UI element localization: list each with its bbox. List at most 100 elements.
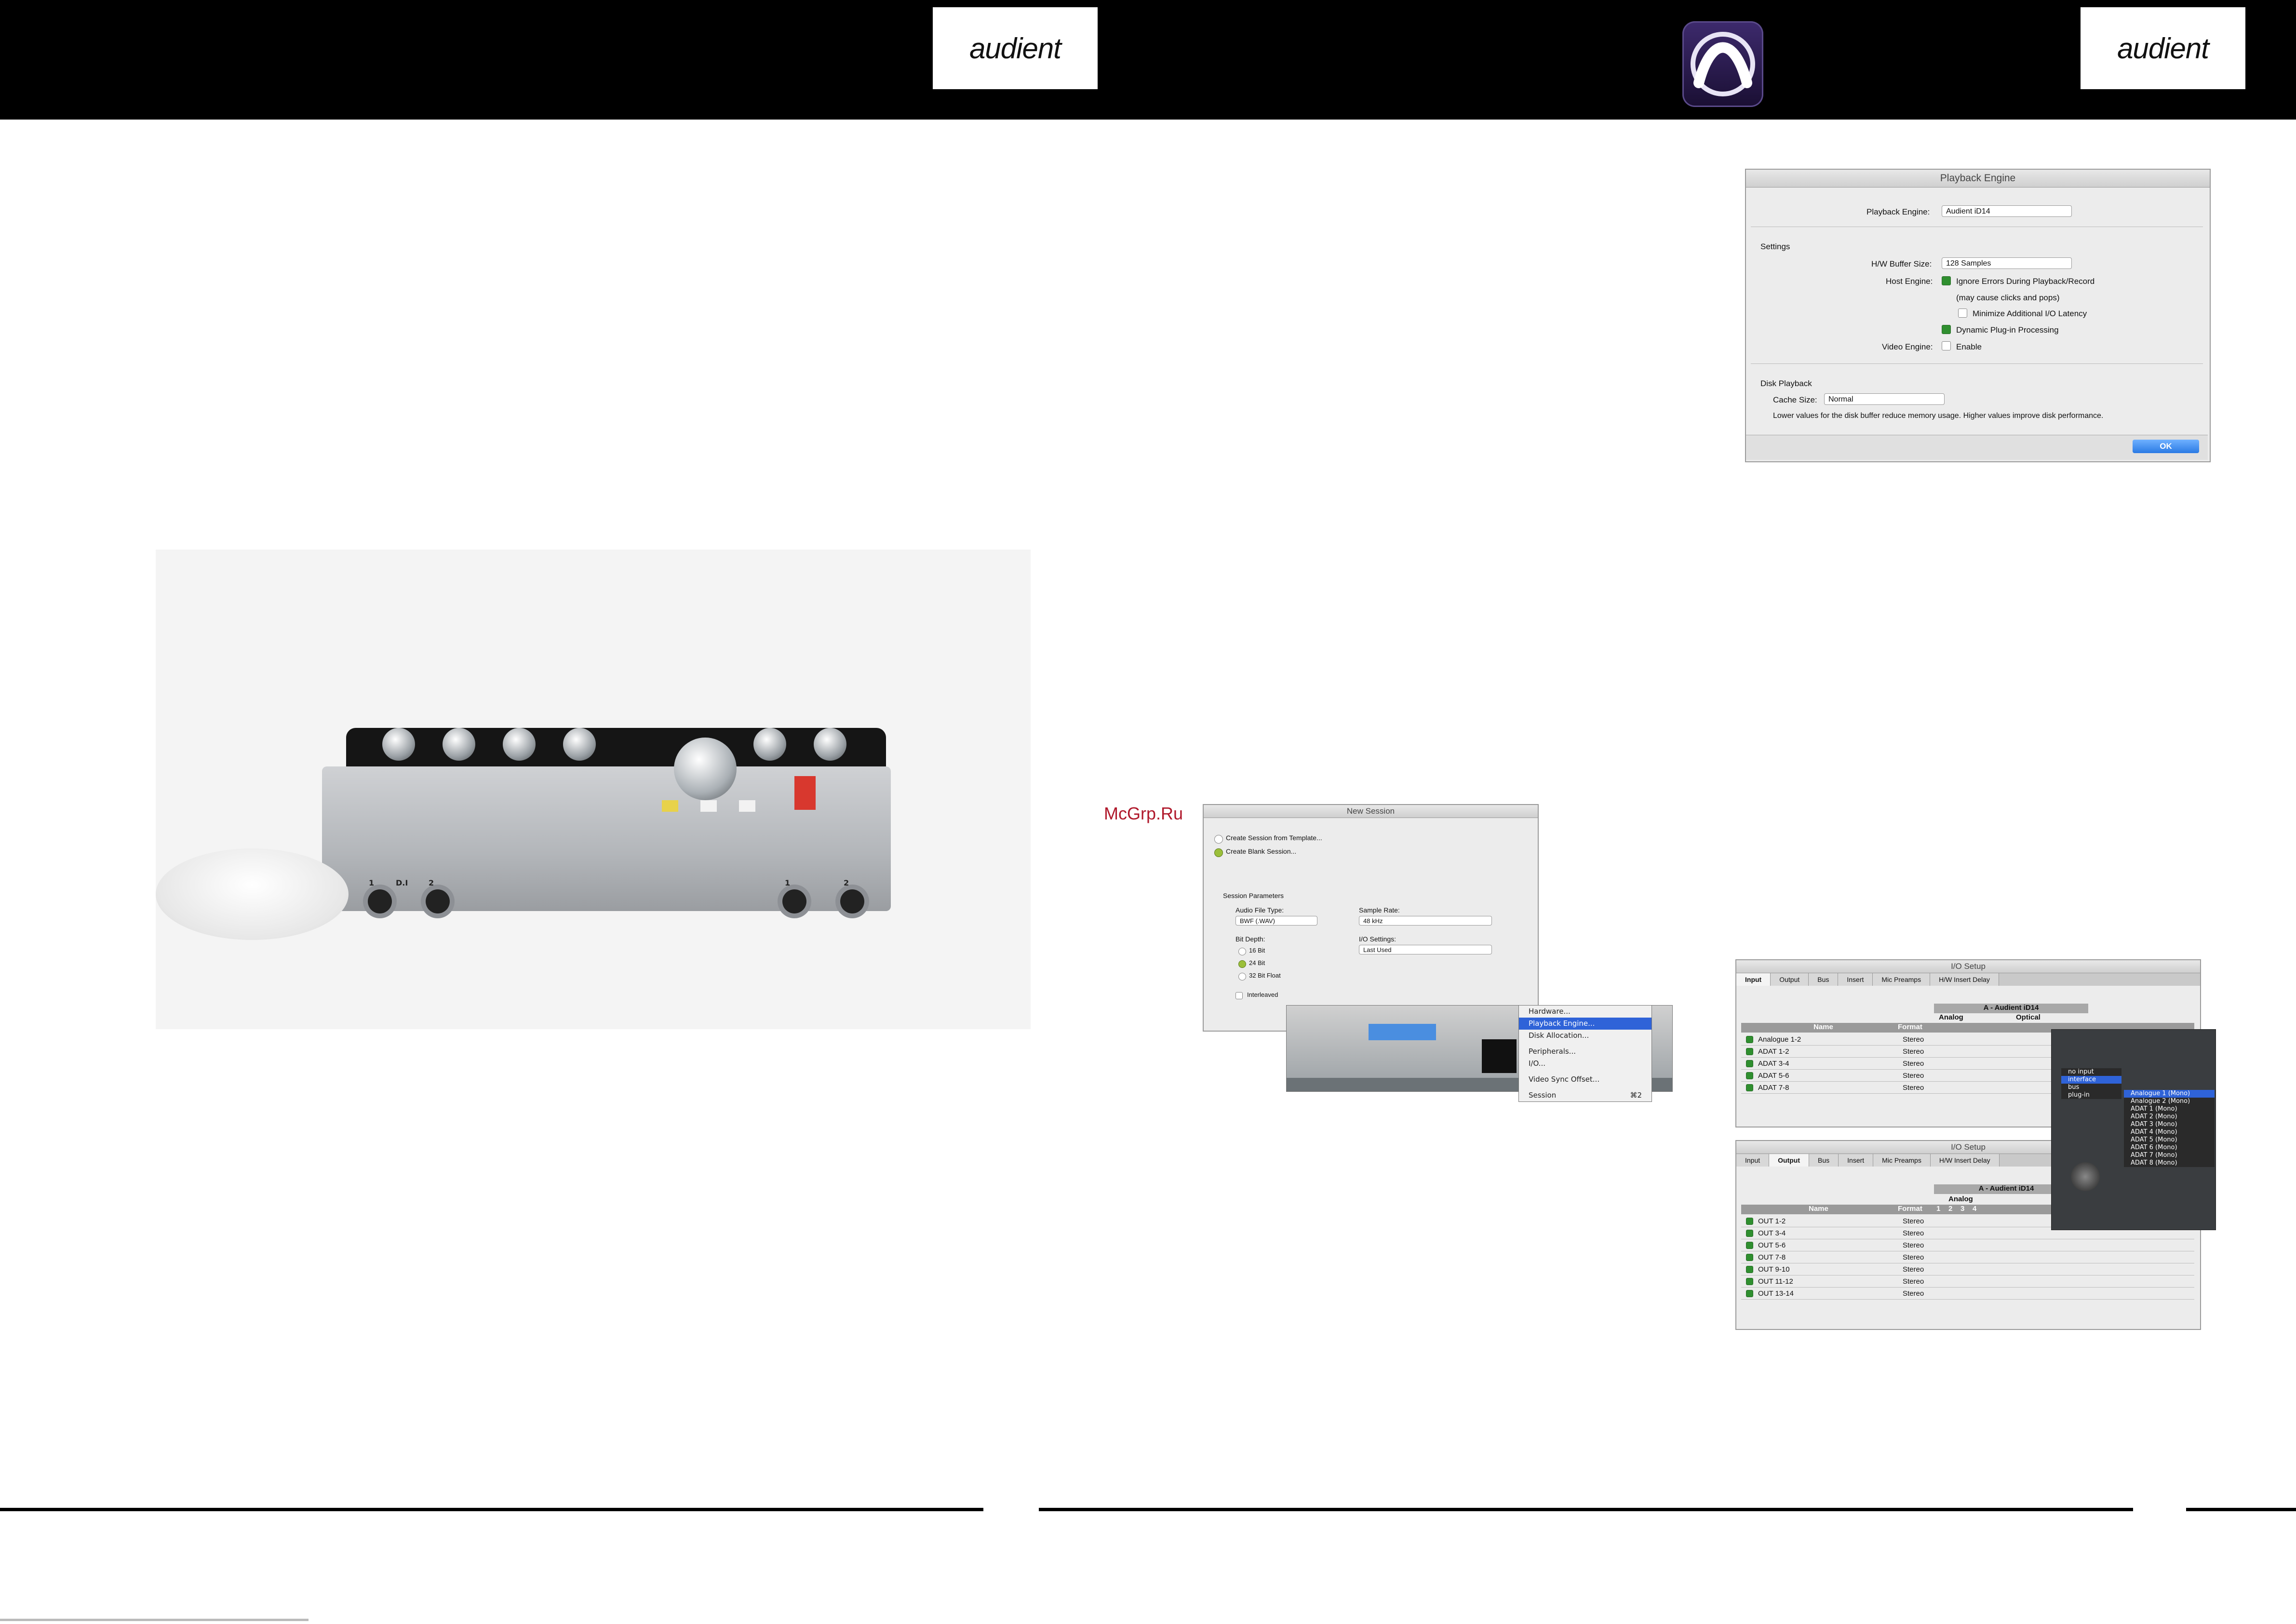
row-checkbox[interactable] <box>1746 1253 1753 1261</box>
interleaved-checkbox[interactable] <box>1235 992 1243 999</box>
header-bar <box>0 0 2296 120</box>
io-label: I/O Settings: <box>1359 935 1396 943</box>
row-name: OUT 13-14 <box>1758 1289 1794 1298</box>
sample-rate-label: Sample Rate: <box>1359 906 1400 914</box>
channel-1: 1 <box>1936 1205 1941 1213</box>
menu-item-channel[interactable]: ADAT 5 (Mono) <box>2131 1136 2177 1143</box>
menu-item-channel[interactable]: ADAT 8 (Mono) <box>2131 1159 2177 1167</box>
video-label: Video Engine: <box>1882 342 1933 351</box>
minimize-latency-checkbox[interactable] <box>1958 309 1967 318</box>
menu-item-disk-allocation[interactable]: Disk Allocation... <box>1529 1031 1589 1040</box>
row-checkbox[interactable] <box>1746 1217 1753 1225</box>
menu-item-channel[interactable]: ADAT 6 (Mono) <box>2131 1144 2177 1151</box>
row-checkbox[interactable] <box>1746 1277 1753 1285</box>
bit32-radio[interactable] <box>1238 973 1246 980</box>
bit16-radio[interactable] <box>1238 948 1246 955</box>
dialog-title: New Session <box>1204 805 1538 818</box>
tab-hw-insert-delay[interactable]: H/W Insert Delay <box>1930 1154 2000 1167</box>
row-checkbox[interactable] <box>1746 1072 1753 1079</box>
menu-item-no-input[interactable]: no input <box>2068 1068 2094 1075</box>
tab-input[interactable]: Input <box>1736 973 1771 986</box>
blank-radio[interactable] <box>1214 848 1223 857</box>
row-name: ADAT 7-8 <box>1758 1083 1789 1092</box>
menu-item-channel[interactable]: ADAT 7 (Mono) <box>2131 1152 2177 1159</box>
menu-item-bus[interactable]: bus <box>2068 1084 2080 1091</box>
file-type-select[interactable]: BWF (.WAV) <box>1235 916 1317 926</box>
tab-input[interactable]: Input <box>1736 1154 1770 1167</box>
row-checkbox[interactable] <box>1746 1241 1753 1249</box>
buffer-select[interactable]: 128 Samples <box>1942 257 2072 269</box>
sample-rate-select[interactable]: 48 kHz <box>1359 916 1492 926</box>
menu-item-channel[interactable]: ADAT 2 (Mono) <box>2131 1113 2177 1120</box>
front-label: 1 <box>369 878 375 887</box>
menu-item-video-sync[interactable]: Video Sync Offset... <box>1529 1075 1600 1084</box>
row-checkbox[interactable] <box>1746 1084 1753 1091</box>
headphone-jack <box>782 889 806 913</box>
row-checkbox[interactable] <box>1746 1035 1753 1043</box>
menu-item-interface[interactable]: interface <box>2061 1076 2121 1084</box>
menu-item-channel[interactable]: ADAT 1 (Mono) <box>2131 1105 2177 1113</box>
menu-item-channel[interactable]: Analogue 1 (Mono) <box>2124 1090 2215 1098</box>
tab-bus[interactable]: Bus <box>1809 1154 1839 1167</box>
gain-knob <box>563 728 596 761</box>
footer-rule-left <box>0 1508 983 1511</box>
engine-label: Playback Engine: <box>1866 207 1930 216</box>
gain-knob <box>382 728 415 761</box>
device-header: A - Audient iD14 <box>1934 1004 2088 1013</box>
ok-button[interactable]: OK <box>2133 440 2199 453</box>
divider <box>1751 363 2203 364</box>
dynamic-plugin-checkbox[interactable] <box>1942 325 1951 334</box>
row-checkbox[interactable] <box>1746 1289 1753 1297</box>
tab-insert[interactable]: Insert <box>1838 973 1873 986</box>
buffer-label: H/W Buffer Size: <box>1871 259 1932 268</box>
transport-buttons[interactable] <box>1369 1024 1436 1040</box>
menu-item-channel[interactable]: Analogue 2 (Mono) <box>2131 1098 2190 1105</box>
menu-item-plugin[interactable]: plug-in <box>2068 1091 2090 1099</box>
tab-mic-preamps[interactable]: Mic Preamps <box>1873 1154 1931 1167</box>
row-checkbox[interactable] <box>1746 1060 1753 1067</box>
row-checkbox[interactable] <box>1746 1229 1753 1237</box>
io-select[interactable]: Last Used <box>1359 945 1492 954</box>
tab-hw-insert-delay[interactable]: H/W Insert Delay <box>1930 973 1999 986</box>
tab-bus[interactable]: Bus <box>1809 973 1839 986</box>
ignore-errors-checkbox[interactable] <box>1942 276 1951 285</box>
menu-item-channel[interactable]: ADAT 4 (Mono) <box>2131 1128 2177 1136</box>
menu-item-peripherals[interactable]: Peripherals... <box>1529 1047 1576 1056</box>
row-format: Stereo <box>1903 1265 1924 1274</box>
row-name: Analogue 1-2 <box>1758 1035 1801 1044</box>
row-checkbox[interactable] <box>1746 1265 1753 1273</box>
pan-knob-icon[interactable] <box>2071 1162 2100 1191</box>
new-session-dialog: New Session Create Session from Template… <box>1203 804 1539 1032</box>
template-radio[interactable] <box>1214 835 1223 844</box>
menu-item-playback-engine[interactable]: Playback Engine... <box>1519 1018 1652 1030</box>
row-checkbox[interactable] <box>1746 1047 1753 1055</box>
menu-item-session[interactable]: Session ⌘2 <box>1519 1089 1652 1101</box>
tab-output[interactable]: Output <box>1769 1154 1810 1167</box>
headphone-knob <box>814 728 846 761</box>
tab-output[interactable]: Output <box>1771 973 1809 986</box>
engine-select[interactable]: Audient iD14 <box>1942 205 2072 217</box>
gain-knob <box>443 728 475 761</box>
cache-select[interactable]: Normal <box>1824 393 1945 405</box>
bit16-label: 16 Bit <box>1249 947 1265 954</box>
menu-item-channel[interactable]: ADAT 3 (Mono) <box>2131 1121 2177 1128</box>
video-enable-checkbox[interactable] <box>1942 341 1951 350</box>
menu-item-io[interactable]: I/O... <box>1529 1059 1545 1068</box>
tab-mic-preamps[interactable]: Mic Preamps <box>1873 973 1931 986</box>
menu-item-hardware[interactable]: Hardware... <box>1529 1007 1571 1016</box>
bit24-radio[interactable] <box>1238 960 1246 968</box>
row-format: Stereo <box>1903 1277 1924 1286</box>
tab-insert[interactable]: Insert <box>1839 1154 1874 1167</box>
